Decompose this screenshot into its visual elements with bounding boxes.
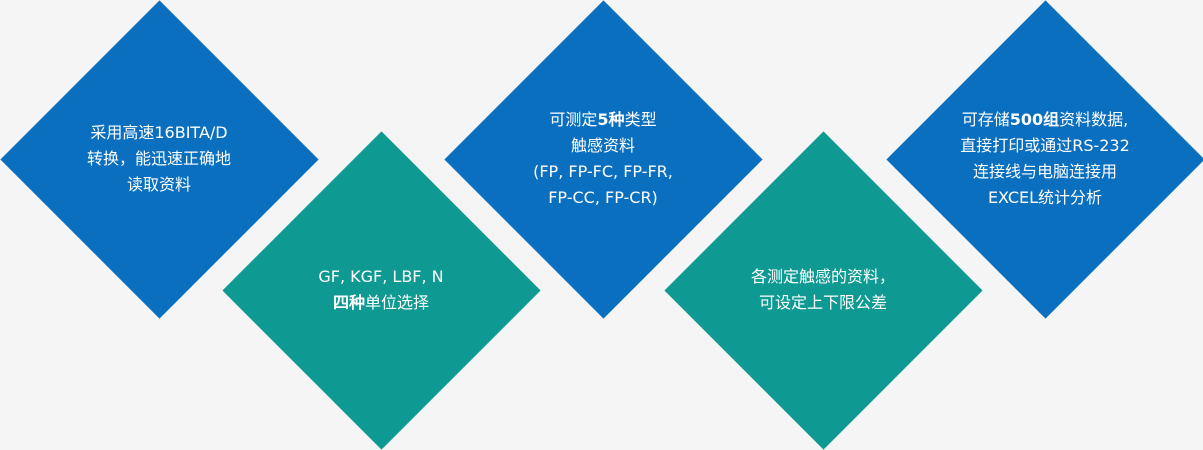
feature-line-post: 类型 xyxy=(624,110,657,129)
feature-text: 可测定5种类型 触感资料 (FP, FP-FC, FP-FR, FP-CC, F… xyxy=(444,0,762,318)
feature-highlight: 5种 xyxy=(597,110,625,129)
feature-line: GF, KGF, LBF, N xyxy=(318,267,444,286)
feature-line: 直接打印或通过RS-232 xyxy=(960,136,1130,155)
feature-diamond-ad-conversion: 采用高速16BITA/D 转换，能迅速正确地 读取资料 xyxy=(0,0,319,319)
feature-diamond-units: GF, KGF, LBF, N 四种单位选择 xyxy=(221,130,541,450)
feature-text: 可存储500组资料数据, 直接打印或通过RS-232 连接线与电脑连接用 EXC… xyxy=(886,0,1203,318)
feature-line: 采用高速16BITA/D xyxy=(90,123,228,142)
feature-line-post: 资料数据, xyxy=(1059,110,1129,129)
feature-line: 转换，能迅速正确地 xyxy=(86,149,231,168)
feature-diamond-measure-types: 可测定5种类型 触感资料 (FP, FP-FC, FP-FR, FP-CC, F… xyxy=(443,0,763,319)
feature-highlight: 四种 xyxy=(332,293,365,312)
feature-line: 连接线与电脑连接用 xyxy=(972,162,1117,181)
feature-text: 采用高速16BITA/D 转换，能迅速正确地 读取资料 xyxy=(0,0,318,318)
feature-line-pre: 可测定 xyxy=(549,110,598,129)
feature-line: EXCEL统计分析 xyxy=(987,188,1103,207)
feature-line-pre: 可存储 xyxy=(961,110,1010,129)
feature-line: (FP, FP-FC, FP-FR, xyxy=(533,162,673,181)
feature-text: GF, KGF, LBF, N 四种单位选择 xyxy=(222,131,540,449)
feature-line: 各测定触感的资料， xyxy=(750,267,895,286)
feature-diamond-storage: 可存储500组资料数据, 直接打印或通过RS-232 连接线与电脑连接用 EXC… xyxy=(885,0,1203,319)
feature-highlight: 500组 xyxy=(1009,110,1060,129)
feature-line-rest: 单位选择 xyxy=(365,293,430,312)
feature-line: 触感资料 xyxy=(570,136,635,155)
feature-line: 四种单位选择 xyxy=(333,290,429,316)
feature-diamond-tolerance: 各测定触感的资料， 可设定上下限公差 xyxy=(663,130,983,450)
feature-line: 可设定上下限公差 xyxy=(758,293,887,312)
feature-text: 各测定触感的资料， 可设定上下限公差 xyxy=(664,131,982,449)
feature-line: 可测定5种类型 xyxy=(549,107,656,133)
feature-line: 读取资料 xyxy=(126,175,191,194)
feature-line: 可存储500组资料数据, xyxy=(962,107,1129,133)
feature-line: FP-CC, FP-CR) xyxy=(548,188,658,207)
